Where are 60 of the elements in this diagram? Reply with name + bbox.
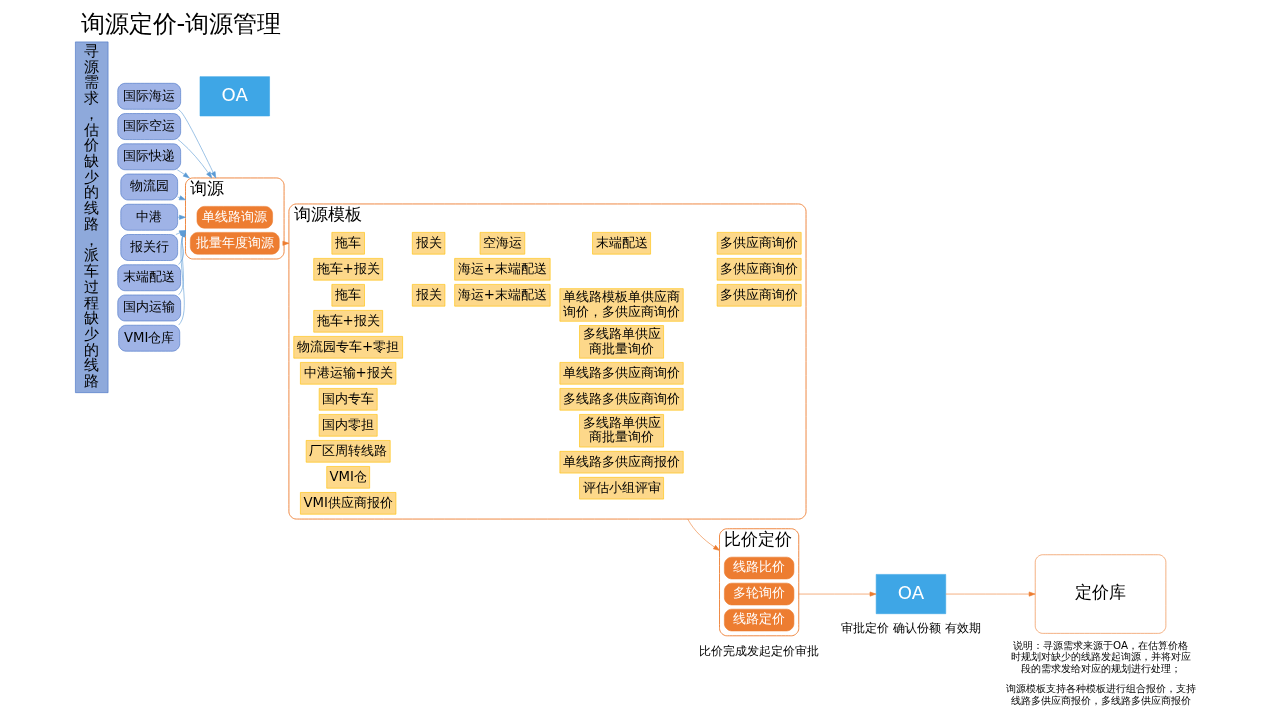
node-box: 国际空运 — [117, 113, 181, 140]
node-box: 海运+末端配送 — [454, 258, 551, 281]
node-box: 多线路单供应商批量询价 — [579, 325, 664, 359]
node-label: 比价完成发起定价审批 — [699, 643, 820, 658]
arrow — [177, 195, 186, 201]
label: 说明：寻源需求来源于OA，在估算价格时规划对缺少的线路发起询源，并将对应段的需求发给对应的规划进行处理； — [1010, 638, 1191, 674]
node-box: 国际海运 — [117, 83, 181, 110]
node-box: VMI仓库 — [118, 324, 181, 352]
node-box: 国际快递 — [117, 143, 181, 171]
node-box: 厂区周转线路 — [305, 440, 391, 463]
node-box: 国内专车 — [318, 388, 378, 411]
node-box: 多供应商询价 — [716, 284, 802, 307]
node-box: 拖车 — [331, 232, 365, 255]
node-box: 批量年度询源 — [190, 232, 280, 255]
node-box: 单线路询源 — [196, 206, 273, 229]
node-box: 拖车 — [331, 284, 365, 307]
node-box: 报关行 — [120, 234, 178, 261]
node-box: 拖车+报关 — [313, 258, 383, 281]
diagram-title: 询源定价-询源管理 — [80, 10, 282, 39]
node-box: 国内运输 — [117, 294, 181, 322]
node-box: VMI仓 — [326, 466, 370, 489]
label: 询源模板支持各种模板进行组合报价，支持线路多供应商报价，多线路多供应商报价 — [1005, 682, 1196, 706]
arrow — [177, 214, 186, 220]
arrow — [175, 230, 186, 236]
node-box: 多轮询价 — [724, 582, 795, 606]
node-box: 中港运输+报关 — [300, 362, 397, 385]
node-box: 末端配送 — [592, 232, 651, 255]
arrow — [945, 591, 1036, 597]
arrow — [178, 230, 186, 265]
node-box: 多线路单供应商批量询价 — [579, 414, 664, 448]
arrow — [798, 591, 877, 597]
node-box: 多供应商询价 — [716, 232, 802, 255]
arrow — [178, 230, 186, 296]
node-box: 线路定价 — [724, 608, 795, 632]
node-box: 评估小组评审 — [579, 477, 664, 500]
node-label: 审批定价 确认份额 有效期 — [841, 621, 981, 636]
node-box: 单线路模板单供应商询价，多供应商询价 — [559, 288, 684, 322]
arrow — [176, 169, 190, 179]
node-box: 定价库 — [1034, 554, 1167, 634]
node-box: 报关 — [412, 284, 446, 307]
arrow — [177, 139, 213, 179]
node-box: 线路比价 — [724, 556, 795, 580]
node-box: 单线路多供应商询价 — [559, 362, 684, 385]
arrow — [687, 518, 720, 551]
node-box: 报关 — [412, 232, 446, 255]
node-box: 海运+末端配送 — [454, 284, 551, 307]
node-box: OA — [875, 574, 947, 614]
node-box: VMI供应商报价 — [300, 492, 397, 515]
arrow — [178, 109, 217, 179]
node-box: 空海运 — [479, 232, 526, 255]
node-box: 物流园专车+零担 — [293, 336, 403, 359]
node-box: 多线路多供应商询价 — [559, 388, 684, 411]
node-box: 多供应商询价 — [716, 258, 802, 281]
node-box: OA — [199, 76, 270, 117]
node-box: 单线路多供应商报价 — [559, 451, 684, 474]
arrow — [178, 230, 186, 326]
node-box: 末端配送 — [117, 264, 181, 292]
node-box: 寻源需求，估价缺少的线路，派车过程缺少的线路 — [75, 41, 109, 393]
node-box: 拖车+报关 — [313, 310, 383, 333]
node-box: 国内零担 — [318, 414, 378, 437]
